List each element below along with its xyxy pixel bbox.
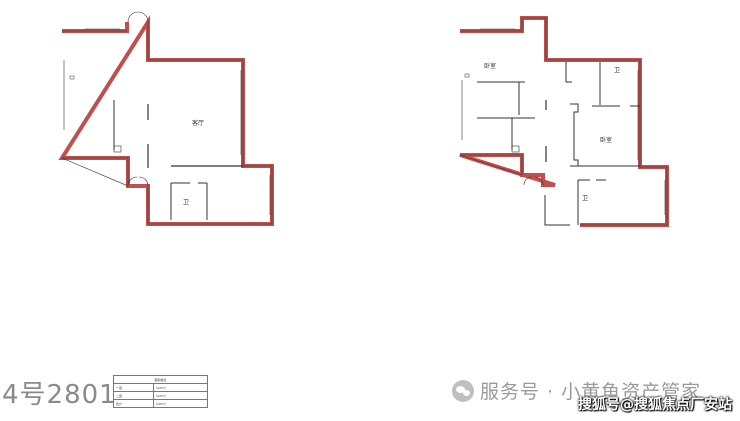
room-label-bath-lower: 卫 <box>183 199 189 206</box>
watermark-text: 服务号 · 小黄鱼资产管家 <box>480 381 702 403</box>
lower-floor-plan <box>58 11 274 226</box>
table-row: 合计 240m² <box>112 399 208 408</box>
source-attribution: 搜狐号@搜狐焦点厂安站 <box>578 397 732 413</box>
entry-door-bottom <box>127 176 149 187</box>
floor-plan-drawing: 客厅 卫 卧室 卫 卧室 卫 <box>58 11 669 227</box>
area-row-name: 合计 <box>112 399 155 408</box>
area-row-name: 一层 <box>112 383 155 392</box>
upper-door <box>523 176 544 186</box>
table-row: 一层 120m² <box>112 383 208 392</box>
table-row: 二层 120m² <box>112 391 208 400</box>
upper-floor-plan <box>459 16 669 227</box>
entry-door-top <box>127 11 149 23</box>
area-table-header: 面积信息 <box>113 375 208 384</box>
lower-floor-outer-wall <box>58 15 274 226</box>
area-row-name: 二层 <box>112 391 155 400</box>
unit-number-label: 4号2801 <box>2 380 117 410</box>
service-account-watermark: 服务号 · 小黄鱼资产管家 <box>452 377 701 404</box>
upper-floor-outer-wall <box>459 16 669 227</box>
area-row-value: 120m² <box>153 383 208 392</box>
wechat-icon <box>452 379 474 402</box>
area-row-value: 120m² <box>153 391 208 400</box>
room-label-living: 客厅 <box>192 119 204 127</box>
room-label-bedroom-right: 卧室 <box>600 136 612 144</box>
room-label-bath-upper-lower: 卫 <box>582 195 588 202</box>
room-label-bedroom-upper: 卧室 <box>484 62 496 70</box>
room-label-bath-upper: 卫 <box>614 67 620 74</box>
area-row-value: 240m² <box>153 399 208 408</box>
area-info-table: 面积信息 一层 120m² 二层 120m² 合计 240m² <box>112 375 208 408</box>
